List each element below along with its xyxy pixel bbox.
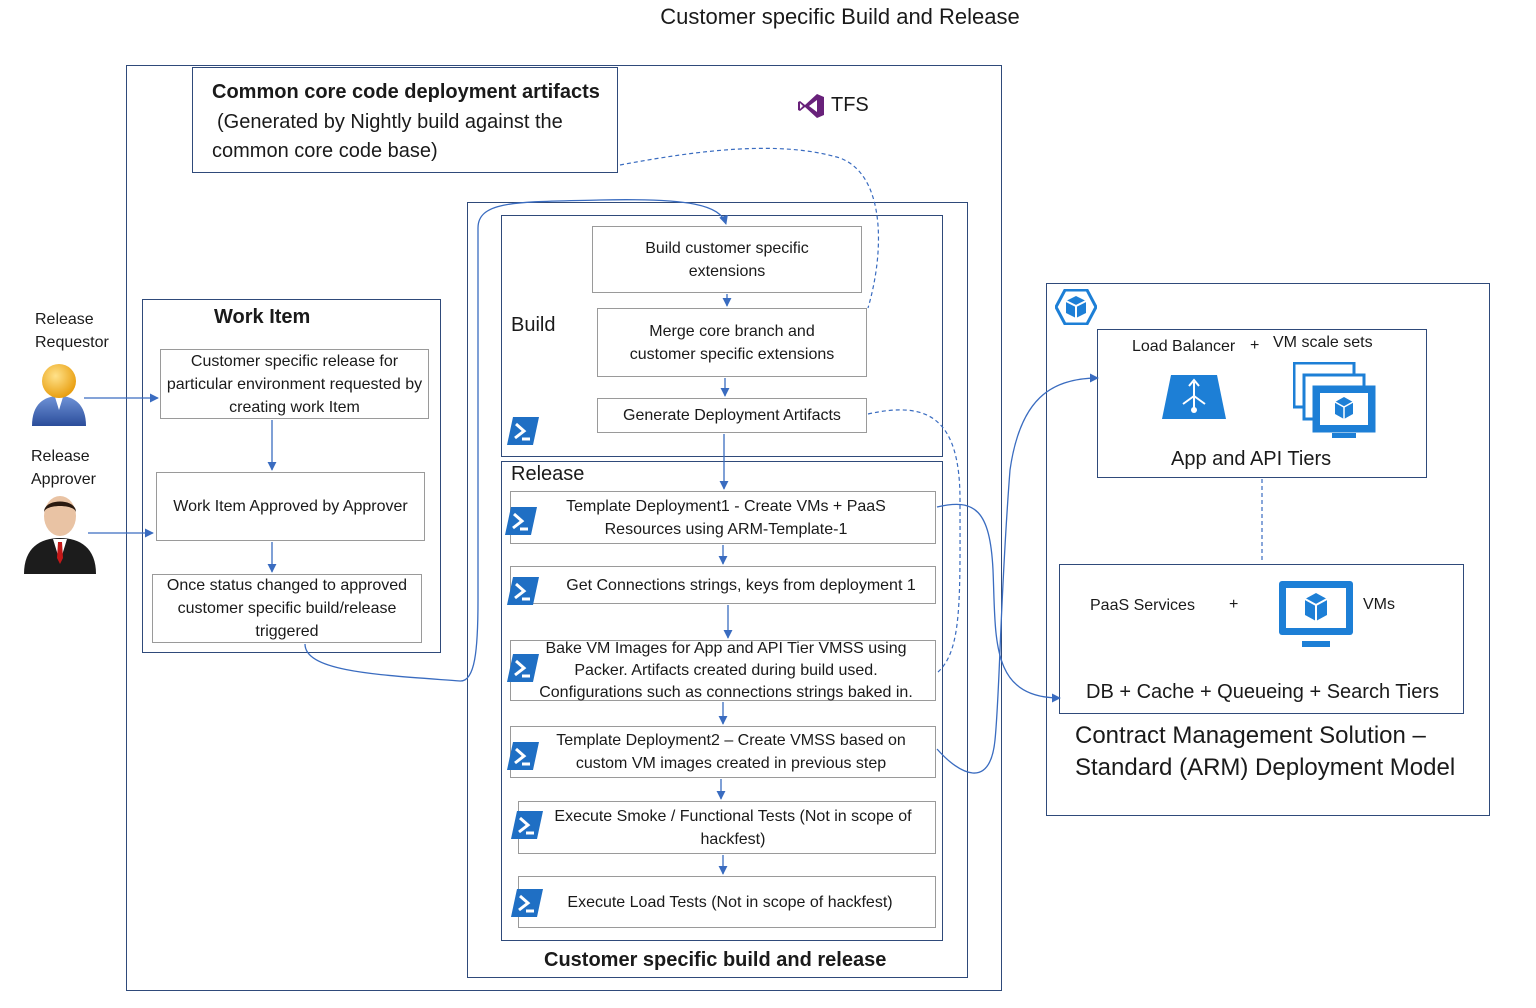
release-step-4: Template Deployment2 – Create VMSS based… xyxy=(510,726,936,778)
requestor-label-1: Release xyxy=(35,311,94,328)
powershell-icon xyxy=(507,742,539,770)
common-artifacts-line1: (Generated by Nightly build against the xyxy=(217,111,563,133)
load-balancer-label: Load Balancer xyxy=(1132,338,1236,355)
work-item-step-3: Once status changed to approved customer… xyxy=(152,574,422,643)
requestor-label-2: Requestor xyxy=(35,334,109,351)
vms-label: VMs xyxy=(1363,596,1395,613)
paas-services-label: PaaS Services xyxy=(1090,597,1195,614)
common-artifacts-line2: common core code base) xyxy=(212,140,438,162)
approver-label-2: Approver xyxy=(31,471,96,488)
release-step-6: Execute Load Tests (Not in scope of hack… xyxy=(518,876,936,928)
approver-label-1: Release xyxy=(31,448,90,465)
visual-studio-icon xyxy=(798,94,824,118)
vm-scale-sets-label: VM scale sets xyxy=(1273,334,1373,351)
load-balancer-icon xyxy=(1162,375,1226,419)
common-artifacts-box xyxy=(192,67,618,173)
powershell-icon xyxy=(507,654,539,682)
release-label: Release xyxy=(511,463,585,485)
build-step-2: Merge core branch and customer specific … xyxy=(597,308,867,377)
plus-sign: + xyxy=(1250,337,1260,354)
powershell-icon xyxy=(507,417,539,445)
release-step-3: Bake VM Images for App and API Tier VMSS… xyxy=(510,640,936,701)
release-step-5: Execute Smoke / Functional Tests (Not in… xyxy=(518,801,936,854)
data-tier-caption: DB + Cache + Queueing + Search Tiers xyxy=(1086,681,1439,703)
tfs-label: TFS xyxy=(831,94,869,116)
release-step-2: Get Connections strings, keys from deplo… xyxy=(510,566,936,604)
work-item-step-1: Customer specific release for particular… xyxy=(160,349,429,419)
app-tier-caption: App and API Tiers xyxy=(1171,448,1332,470)
azure-cube-icon xyxy=(1055,289,1097,325)
release-step-1: Template Deployment1 - Create VMs + PaaS… xyxy=(510,491,936,544)
work-item-step-2: Work Item Approved by Approver xyxy=(156,472,425,541)
solution-title-1: Contract Management Solution – xyxy=(1075,722,1426,749)
requestor-person-icon xyxy=(32,364,86,426)
powershell-icon xyxy=(511,889,543,917)
work-item-title: Work Item xyxy=(214,306,311,328)
plus-sign: + xyxy=(1229,596,1239,613)
solution-title-2: Standard (ARM) Deployment Model xyxy=(1075,754,1456,781)
build-step-1: Build customer specific extensions xyxy=(592,226,862,293)
virtual-machine-icon xyxy=(1279,581,1353,647)
powershell-icon xyxy=(505,507,537,535)
powershell-icon xyxy=(511,811,543,839)
common-artifacts-heading: Common core code deployment artifacts xyxy=(212,81,600,103)
build-label: Build xyxy=(511,314,556,336)
build-step-3: Generate Deployment Artifacts xyxy=(597,398,867,433)
vm-scale-sets-icon xyxy=(1293,362,1376,438)
approver-person-icon xyxy=(24,496,96,574)
powershell-icon xyxy=(507,577,539,605)
pipeline-caption: Customer specific build and release xyxy=(544,949,887,971)
diagram-title: Customer specific Build and Release xyxy=(660,4,1020,29)
